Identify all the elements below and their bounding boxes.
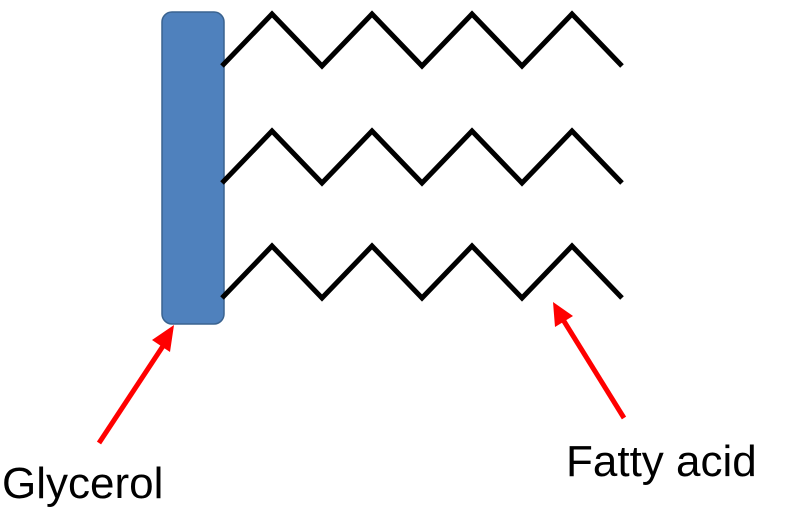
- fatty-acid-chain-1: [220, 10, 624, 70]
- fatty-acid-chain-3: [220, 242, 624, 302]
- glycerol-label: Glycerol: [2, 459, 164, 508]
- fatty-acid-label: Fatty acid: [566, 437, 757, 486]
- fatty-acid-chain-2: [220, 127, 624, 187]
- glycerol-backbone: [161, 11, 225, 325]
- glycerol-arrow: [96, 325, 174, 445]
- fatty-acid-arrow: [553, 302, 627, 420]
